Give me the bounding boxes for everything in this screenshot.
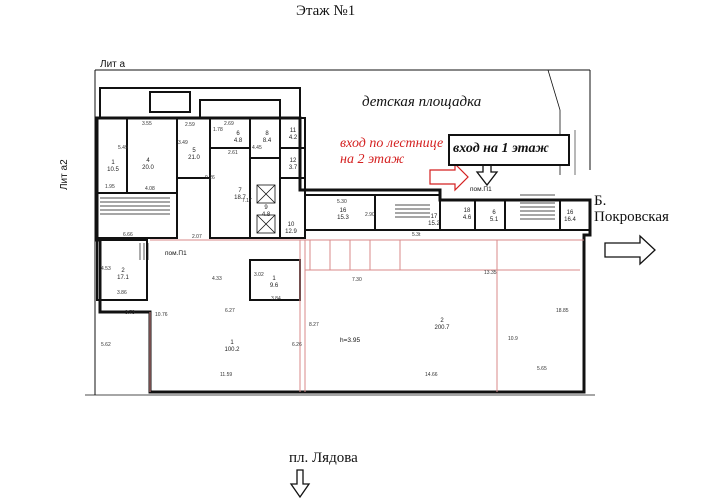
dimension-label: 2.69 — [224, 121, 234, 127]
dimension-label: 3.84 — [271, 296, 281, 302]
lit-a-label: Лит а — [100, 59, 126, 70]
dimension-label: 7.17 — [242, 198, 252, 204]
plan-title: Этаж №1 — [296, 3, 356, 19]
dimension-label: 1.95 — [105, 184, 115, 190]
height-label: h=3.95 — [340, 337, 361, 344]
dimension-label: 10.9 — [508, 336, 518, 342]
dimension-label: 5.62 — [101, 342, 111, 348]
dimension-label: 5.65 — [537, 366, 547, 372]
dimension-label: 4.53 — [101, 266, 111, 272]
dimension-label: 5.3t — [412, 232, 421, 238]
dimension-label: 2.61 — [228, 150, 238, 156]
pom-label: пом.П1 — [165, 250, 187, 257]
stairs-entrance-label: вход по лестнице на 2 этаж — [340, 136, 444, 167]
street-east-label: Б. Покровская — [594, 193, 669, 225]
arrow-down-icon — [289, 469, 311, 499]
dimension-label: 10.76 — [155, 312, 168, 318]
dimension-label: 7.30 — [352, 277, 362, 283]
dimension-label: 4.45 — [252, 145, 262, 151]
dimension-label: 11.59 — [220, 372, 233, 378]
dimension-label: 9.26 — [205, 175, 215, 181]
dimension-label: 2.90 — [365, 212, 375, 218]
floor1-entrance-box — [448, 134, 570, 166]
dimension-label: 3.49 — [178, 140, 188, 146]
dimension-label: 4.08 — [145, 186, 155, 192]
playground-label: детская площадка — [362, 94, 482, 110]
dimension-label: 3.02 — [254, 272, 264, 278]
pom-label: пом.П1 — [470, 186, 492, 193]
dimension-label: 5.49 — [118, 145, 128, 151]
dimension-label: 2.07 — [192, 234, 202, 240]
dimension-label: 13.35 — [484, 270, 497, 276]
square-label: пл. Лядова — [289, 450, 358, 466]
arrow-right-icon — [604, 234, 656, 266]
dimension-label: 3.86 — [117, 290, 127, 296]
dimension-label: 6.26 — [292, 342, 302, 348]
dimension-label: 2.59 — [185, 122, 195, 128]
dimension-label: 5.30 — [337, 199, 347, 205]
dimension-label: 1.78 — [213, 127, 223, 133]
dimension-label: 4.33 — [212, 276, 222, 282]
dimension-label: 6.66 — [123, 232, 133, 238]
dimension-label: 6.27 — [225, 308, 235, 314]
lit-a2-label: Лит а2 — [59, 159, 70, 190]
floor1-entrance-label: вход на 1 этаж — [453, 141, 549, 156]
dimension-label: 18.85 — [556, 308, 569, 314]
dimension-label: 3.55 — [142, 121, 152, 127]
dimension-label: 3.73 — [125, 310, 135, 316]
dimension-label: 14.66 — [425, 372, 438, 378]
dimension-label: 8.27 — [309, 322, 319, 328]
